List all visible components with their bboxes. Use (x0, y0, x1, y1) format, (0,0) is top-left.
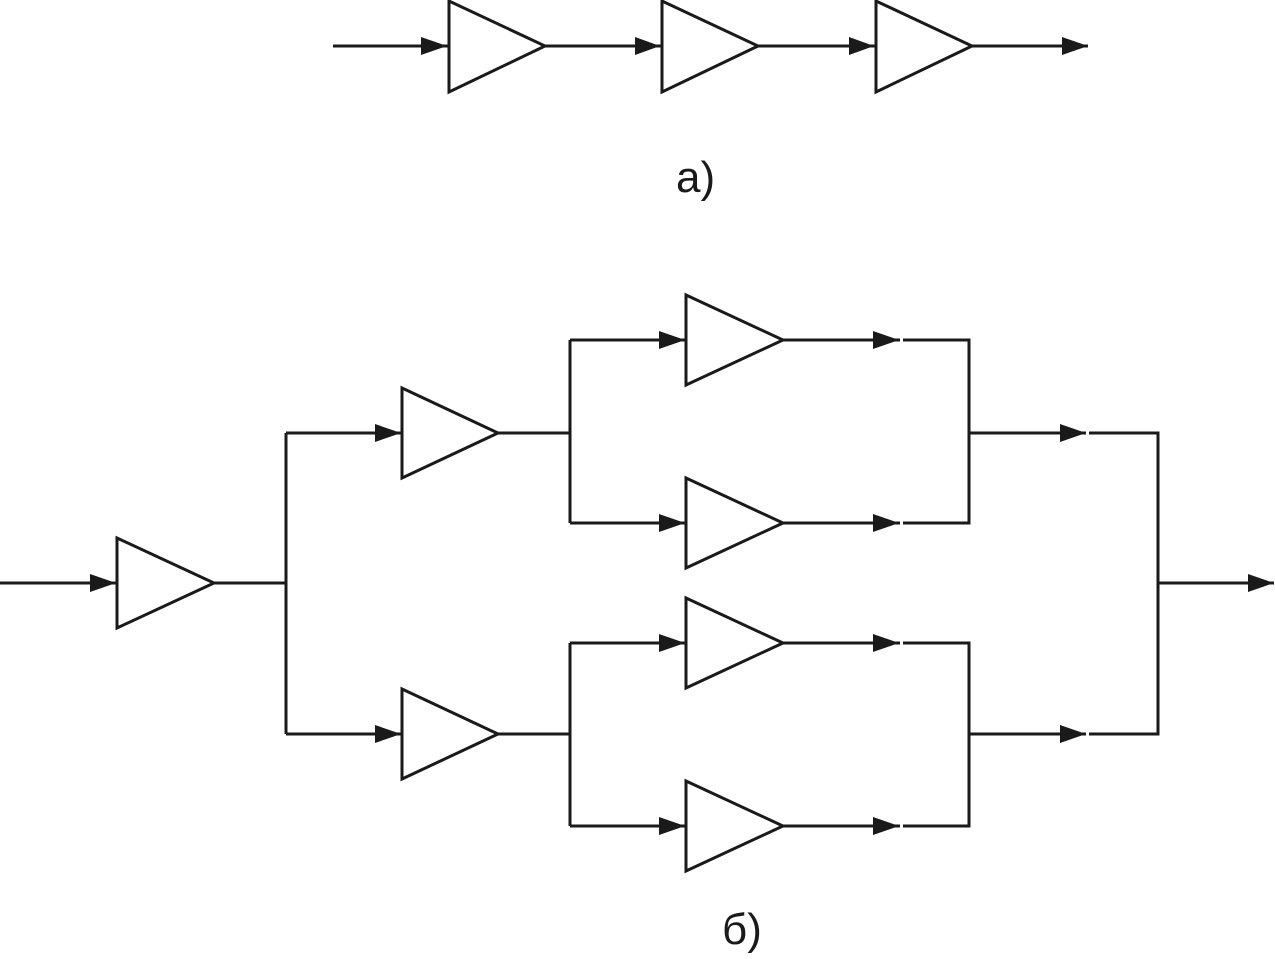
arrowhead-icon (659, 514, 685, 532)
arrowhead-icon (873, 331, 899, 835)
amplifier-triangle-root (115, 535, 218, 631)
arrowhead-icon (1248, 574, 1274, 592)
combiner-line (1089, 431, 1274, 736)
amplifier-triangle-leaf (684, 292, 787, 388)
arrowhead-icon (659, 331, 685, 349)
amplifier-triangle (874, 0, 976, 95)
caption-part-b: б) (722, 905, 762, 954)
amplifier-triangle-leaf (684, 475, 787, 571)
arrowhead-icon (635, 37, 660, 55)
arrowhead-icon (659, 634, 685, 652)
branch-line (498, 643, 572, 826)
amplifier-triangle-leaf (684, 595, 787, 691)
amplifier-triangle-lower (400, 686, 502, 782)
arrowhead-icon (90, 574, 116, 592)
arrowhead-icon (421, 37, 447, 55)
arrowhead-icon (375, 725, 401, 743)
arrowhead-icon (1062, 37, 1088, 55)
amplifier-triangle-leaf (684, 778, 787, 874)
arrowhead-icon (1060, 424, 1086, 743)
caption-part-a: а) (676, 153, 716, 202)
tree-diagram (0, 292, 1274, 874)
amplifier-triangle-upper (400, 385, 502, 481)
cascade-diagram (333, 0, 1088, 95)
amplifier-triangle (660, 0, 762, 95)
arrowhead-icon (375, 424, 401, 442)
combiner-line (903, 641, 1086, 828)
combiner-line (903, 338, 1086, 525)
branch-line (214, 433, 288, 734)
connector-arrow (783, 338, 900, 828)
branch-line (498, 340, 572, 523)
arrowhead-icon (849, 37, 874, 55)
arrowhead-icon (659, 817, 685, 835)
amplifier-triangle (447, 0, 549, 95)
